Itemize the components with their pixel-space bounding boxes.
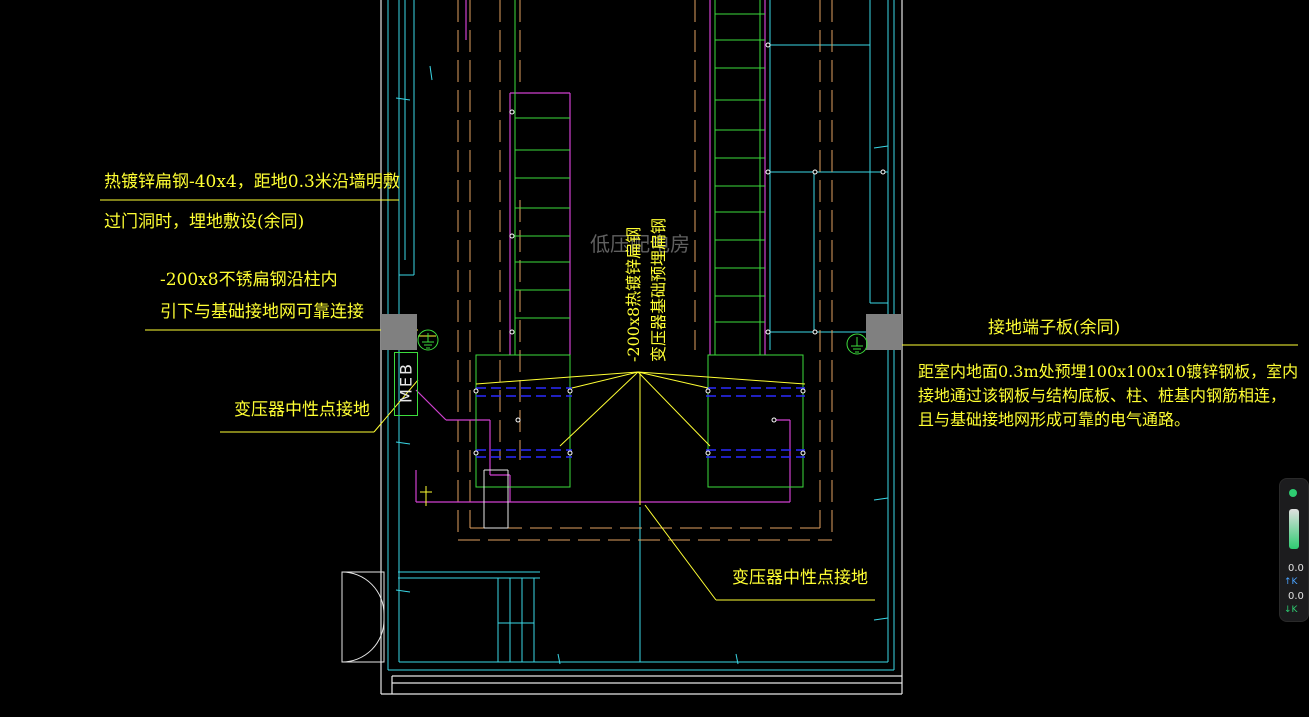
column-right bbox=[866, 314, 902, 350]
wall-ground-conductor bbox=[381, 0, 895, 671]
annotation-vertical-flat-steel: -200x8热镀锌扁钢 bbox=[624, 226, 643, 362]
meb-main-earthing-bar[interactable]: MEB bbox=[394, 352, 418, 416]
network-monitor-widget[interactable]: 0.0 ↑K 0.0 ↓K bbox=[1279, 478, 1309, 622]
annotation-embedded-plate: 距室内地面0.3m处预埋100x100x10镀锌钢板，室内 接地通过该钢板与结构… bbox=[918, 362, 1299, 429]
download-arrow-icon: ↓K bbox=[1284, 605, 1298, 615]
annotation-neutral-ground-left: 变压器中性点接地 bbox=[234, 400, 370, 420]
upload-speed: 0.0 bbox=[1288, 563, 1304, 574]
leader-lines bbox=[100, 199, 1298, 601]
door bbox=[341, 469, 509, 663]
connection-nodes bbox=[473, 42, 886, 456]
status-dot-icon bbox=[1289, 489, 1297, 497]
ground-terminal-symbol-right bbox=[846, 333, 868, 355]
watermark-room-name: 低压配电房 bbox=[590, 232, 690, 256]
transformer-ground-conductor bbox=[415, 0, 791, 503]
upload-unit: K bbox=[1291, 577, 1298, 587]
annotation-stainless-line2: 引下与基础接地网可靠连接 bbox=[160, 302, 364, 322]
cable-trench bbox=[457, 0, 833, 541]
annotation-terminal-plate: 接地端子板(余同) bbox=[988, 318, 1121, 338]
tick-marks bbox=[395, 65, 889, 665]
upload-arrow-icon: ↑K bbox=[1284, 577, 1298, 587]
building-walls bbox=[380, 0, 903, 695]
download-speed: 0.0 bbox=[1288, 591, 1304, 602]
ladder-rungs bbox=[515, 13, 765, 323]
annotation-flat-steel-line2: 过门洞时，埋地敷设(余同) bbox=[104, 212, 305, 232]
busbars bbox=[476, 387, 805, 458]
annotation-vertical-transformer-embed: 变压器基础预埋扁钢 bbox=[649, 217, 668, 362]
annotation-flat-steel-line1: 热镀锌扁钢-40x4，距地0.3米沿墙明敷 bbox=[104, 172, 400, 192]
download-unit: K bbox=[1291, 605, 1298, 615]
ground-terminal-symbol-left bbox=[417, 329, 439, 351]
usage-bar-icon bbox=[1289, 509, 1299, 549]
annotation-neutral-ground-bottom: 变压器中性点接地 bbox=[732, 568, 868, 588]
annotation-stainless-line1: -200x8不锈扁钢沿柱内 bbox=[160, 270, 338, 290]
column-left bbox=[381, 314, 417, 350]
meb-label: MEB bbox=[396, 362, 416, 403]
